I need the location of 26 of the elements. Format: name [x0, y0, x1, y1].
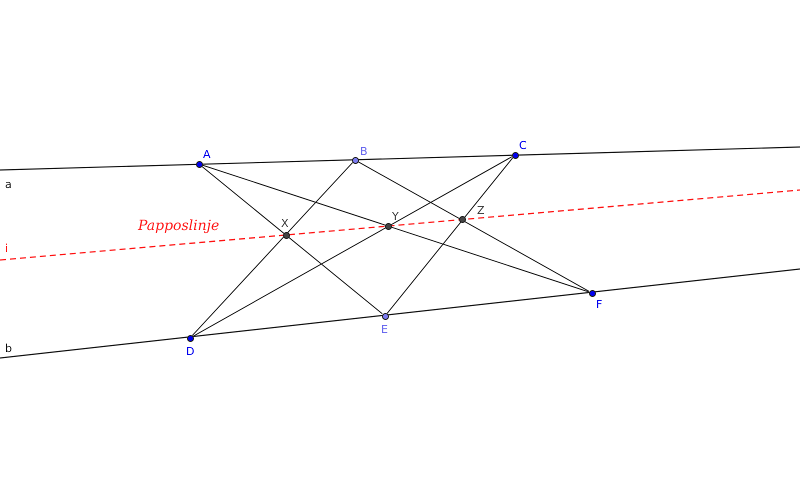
point-label: D: [186, 346, 194, 358]
point: [186, 334, 194, 342]
line-label: b: [5, 342, 12, 356]
point-label: Z: [477, 205, 485, 217]
point-label: E: [381, 324, 388, 336]
line-segment: [192, 156, 512, 337]
line-segment: [201, 166, 383, 314]
line-segment: [386, 157, 514, 314]
line-label: a: [5, 178, 12, 192]
point: [382, 312, 388, 320]
line-segment: [192, 162, 354, 336]
point: [196, 160, 202, 168]
point: [512, 152, 518, 158]
line-name: Papposlinje: [138, 218, 220, 235]
line-label: i: [5, 242, 8, 256]
point-label: X: [281, 218, 289, 230]
point-label: F: [596, 299, 602, 311]
point-label: Y: [392, 211, 399, 223]
point: [384, 222, 392, 230]
point-label: C: [519, 140, 527, 152]
line-segment: [358, 161, 590, 292]
point: [588, 290, 596, 296]
point: [352, 156, 358, 164]
point: [458, 216, 466, 222]
point-label: B: [360, 146, 368, 158]
point-label: A: [203, 149, 211, 161]
